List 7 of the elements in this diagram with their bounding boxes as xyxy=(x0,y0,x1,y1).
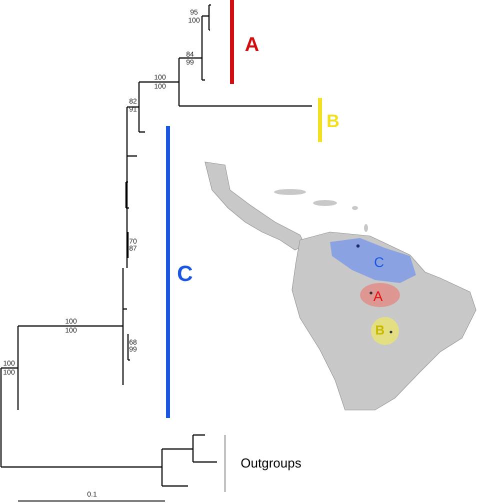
clade-label: A xyxy=(244,35,260,55)
clade-label: C xyxy=(177,263,193,285)
map-label: B xyxy=(375,324,385,336)
map-label: C xyxy=(374,255,384,269)
outgroup-label: Outgroups xyxy=(240,456,302,470)
map-label: A xyxy=(373,289,383,303)
clade-label: B xyxy=(326,112,340,130)
